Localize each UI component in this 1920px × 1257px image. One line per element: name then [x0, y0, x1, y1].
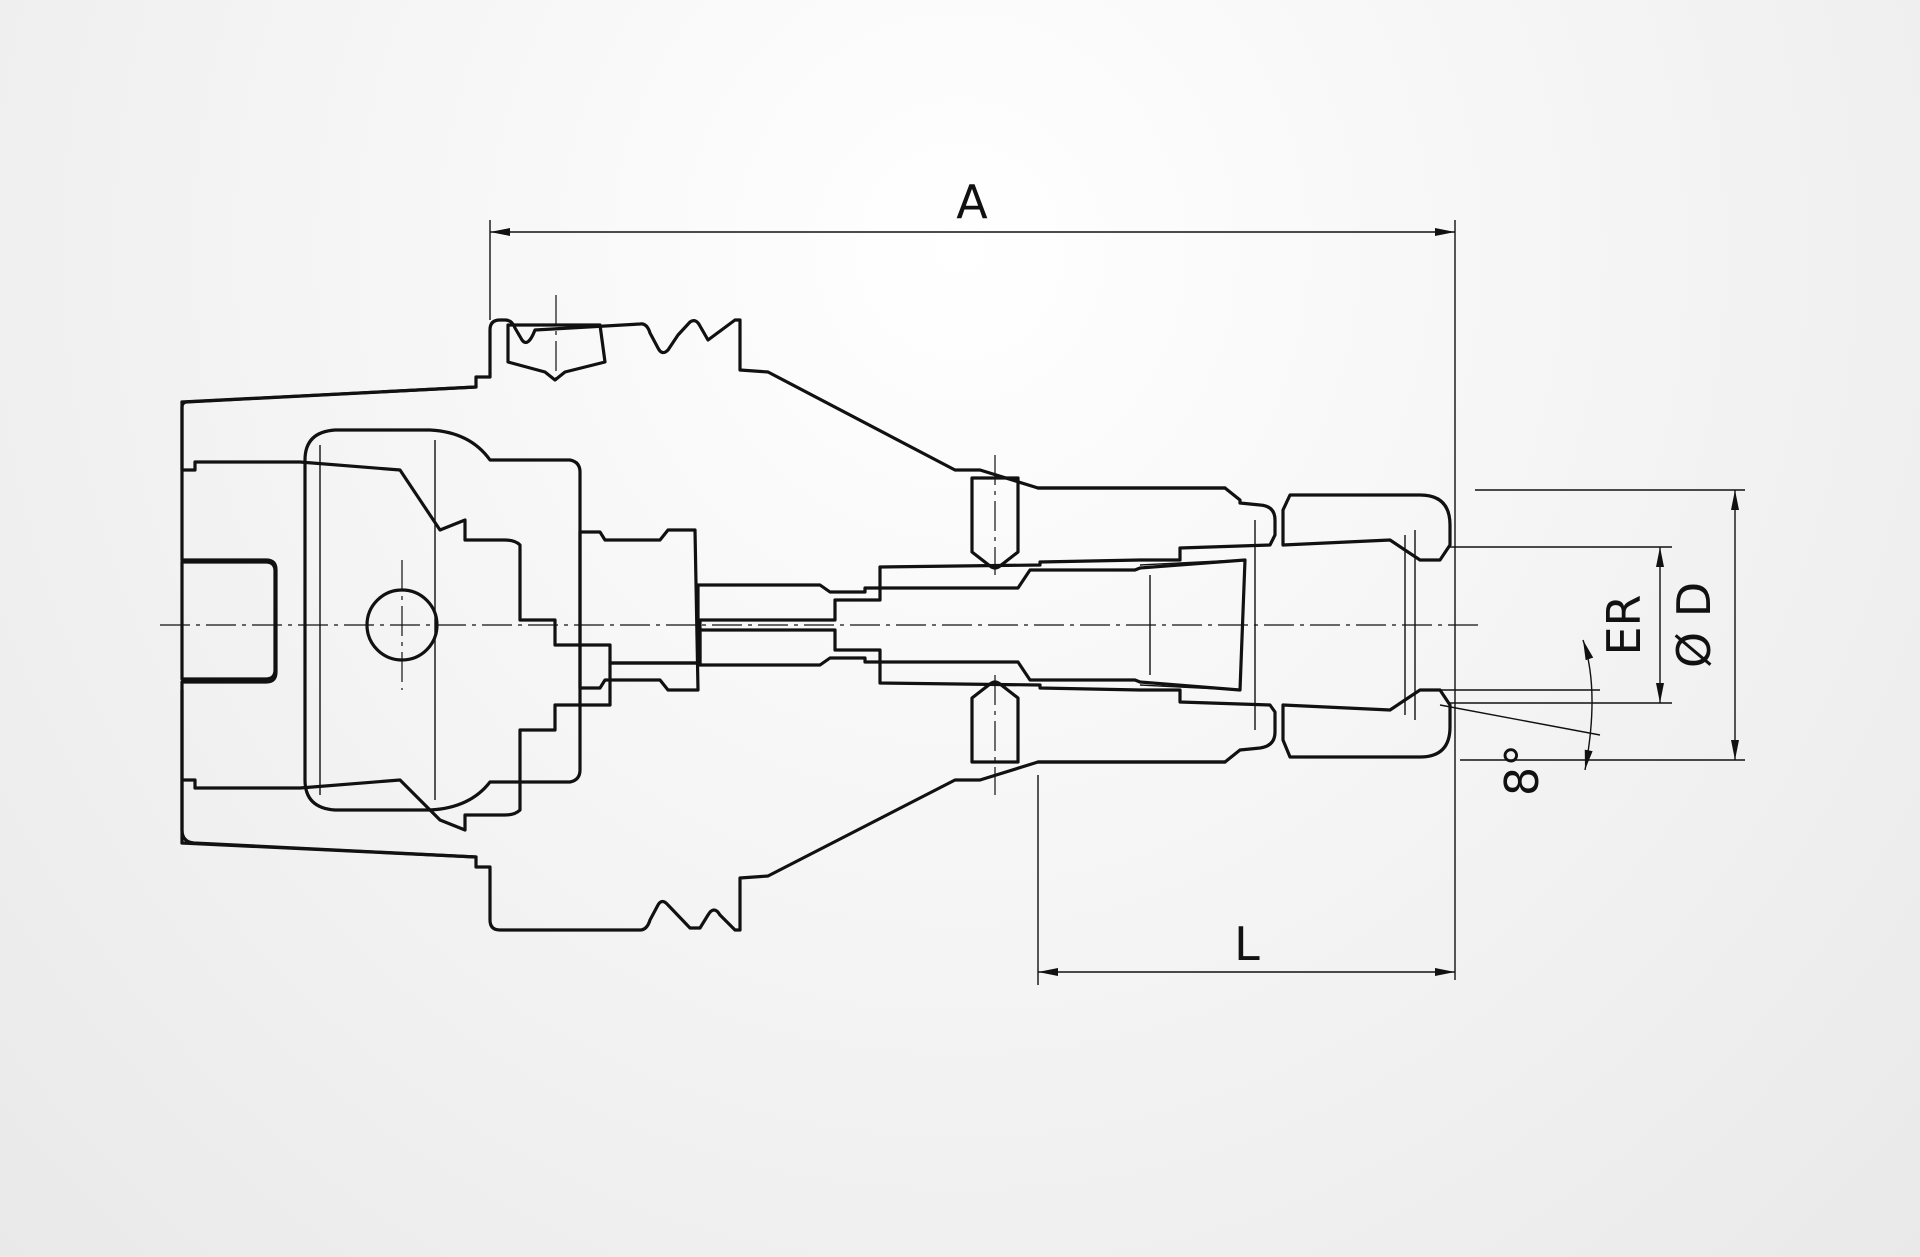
clamping-nut: [1281, 493, 1452, 562]
angle-label: 8°: [1495, 744, 1549, 796]
drive-slot-bore: [303, 428, 582, 812]
dimension-l: L: [1037, 775, 1455, 985]
dimension-l-label: L: [1234, 917, 1260, 971]
dimension-a-label: A: [956, 175, 988, 229]
dimension-a: A: [489, 175, 1456, 980]
dimension-er-label: ER: [1597, 594, 1651, 655]
angle-dimension: 8°: [1439, 639, 1601, 796]
upper-section: [180, 318, 1277, 665]
set-screw-upper: [970, 476, 1020, 570]
center-lines: [160, 295, 1480, 795]
dimension-d: Ø D: [1460, 489, 1745, 761]
dimension-d-label: Ø D: [1667, 582, 1721, 668]
inner-groove: [578, 528, 700, 692]
top-screw: [506, 323, 607, 382]
dimension-er: ER: [1450, 546, 1672, 704]
set-screw-lower: [970, 680, 1020, 764]
left-pocket: [180, 560, 277, 681]
detail-lines: [319, 440, 1416, 800]
holder-outline: [180, 385, 1227, 859]
clamping-nut-lower: [1281, 688, 1452, 759]
lower-section: [180, 628, 1277, 932]
